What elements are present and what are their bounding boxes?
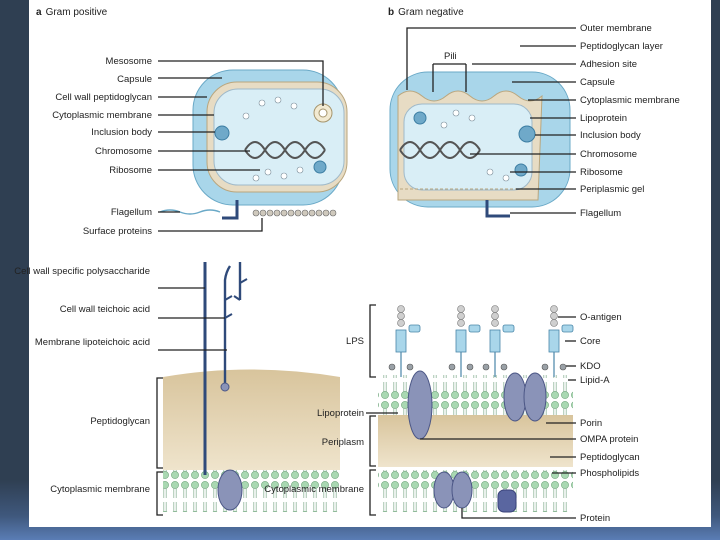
ribosomes-b xyxy=(440,109,510,182)
teichoic-acid xyxy=(223,265,232,385)
label-inclusion-body-b: Inclusion body xyxy=(580,130,641,141)
label-ompa-protein: OMPA protein xyxy=(580,434,638,445)
lps-molecules xyxy=(388,305,574,377)
porin-right-b xyxy=(523,372,547,422)
label-lipid-a: Lipid-A xyxy=(580,375,610,386)
label-adhesion-site: Adhesion site xyxy=(580,59,637,70)
label-membrane-lipoteichoic-acid: Membrane lipoteichoic acid xyxy=(35,337,150,348)
label-cytoplasmic-membrane-b: Cytoplasmic membrane xyxy=(580,95,680,106)
label-cell-wall-teichoic-acid: Cell wall teichoic acid xyxy=(60,304,150,315)
label-surface-proteins: Surface proteins xyxy=(83,226,152,237)
label-periplasmic-gel: Periplasmic gel xyxy=(580,184,644,195)
label-protein: Protein xyxy=(580,513,610,524)
label-cytoplasmic-membrane-c: Cytoplasmic membrane xyxy=(50,484,150,495)
membrane-protein-c xyxy=(217,469,243,511)
teichoic-branches xyxy=(224,278,248,319)
label-flagellum: Flagellum xyxy=(111,207,152,218)
label-kdo: KDO xyxy=(580,361,601,372)
gram-positive-envelope: Cell wall specific polysaccharide Cell w… xyxy=(14,262,340,516)
ribosomes xyxy=(242,96,304,182)
porin-left xyxy=(407,370,433,440)
label-inclusion-body: Inclusion body xyxy=(91,127,152,138)
label-lps: LPS xyxy=(346,336,364,347)
panel-c-leader-lines xyxy=(156,287,227,516)
label-capsule-b: Capsule xyxy=(580,77,615,88)
label-cytoplasmic-membrane-d: Cytoplasmic membrane xyxy=(264,484,364,495)
panel-d-right-labels: O-antigen Core KDO Lipid-A Porin OMPA pr… xyxy=(580,312,640,524)
label-mesosome: Mesosome xyxy=(106,56,152,67)
label-cell-wall-specific-polysaccharide: Cell wall specific polysaccharide xyxy=(14,266,150,277)
cytoplasmic-membrane-c xyxy=(163,470,340,512)
label-flagellum-b: Flagellum xyxy=(580,208,621,219)
label-core: Core xyxy=(580,336,601,347)
label-pili: Pili xyxy=(444,51,457,62)
flagellum-b xyxy=(485,200,510,218)
inclusion-body-b xyxy=(518,125,536,143)
periplasm-peptidoglycan xyxy=(378,415,573,467)
cytoplasmic-membrane-d xyxy=(378,470,573,512)
label-outer-membrane: Outer membrane xyxy=(580,23,652,34)
inclusion-body xyxy=(214,125,230,141)
panel-d-left-labels: LPS Lipoprotein Periplasm Cytoplasmic me… xyxy=(264,336,364,495)
panel-b-leader-lines xyxy=(406,27,576,214)
label-peptidoglycan-d: Peptidoglycan xyxy=(580,452,640,463)
panel-d-leader-lines xyxy=(366,304,576,519)
label-ribosome: Ribosome xyxy=(109,165,152,176)
label-phospholipids: Phospholipids xyxy=(580,468,639,479)
label-porin: Porin xyxy=(580,418,602,429)
label-peptidoglycan-c: Peptidoglycan xyxy=(90,416,150,427)
membrane-protein-d1 xyxy=(433,471,455,509)
label-ribosome-b: Ribosome xyxy=(580,167,623,178)
label-cytoplasmic-membrane: Cytoplasmic membrane xyxy=(52,110,152,121)
label-lipoprotein-d: Lipoprotein xyxy=(317,408,364,419)
gram-negative-envelope: LPS Lipoprotein Periplasm Cytoplasmic me… xyxy=(264,304,640,524)
label-o-antigen: O-antigen xyxy=(580,312,622,323)
panel-c-labels: Cell wall specific polysaccharide Cell w… xyxy=(14,266,150,495)
membrane-protein-d2 xyxy=(451,471,473,509)
peptidoglycan-layer xyxy=(163,369,340,470)
membrane-protein-d3 xyxy=(497,489,517,513)
lipoteichoic-anchor xyxy=(220,382,230,392)
label-chromosome-b: Chromosome xyxy=(580,149,637,160)
label-chromosome: Chromosome xyxy=(95,146,152,157)
panel-a-labels: Mesosome Capsule Cell wall peptidoglycan… xyxy=(52,56,152,237)
label-cell-wall-peptidoglycan: Cell wall peptidoglycan xyxy=(55,92,152,103)
label-capsule: Capsule xyxy=(117,74,152,85)
label-lipoprotein: Lipoprotein xyxy=(580,113,627,124)
chromosome xyxy=(244,141,326,159)
cytoplasm-b xyxy=(403,103,533,191)
panel-a-leader-lines xyxy=(158,60,324,232)
panel-b-labels: Outer membrane Peptidoglycan layer Adhes… xyxy=(580,23,680,219)
label-peptidoglycan-layer: Peptidoglycan layer xyxy=(580,41,663,52)
surface-proteins xyxy=(252,209,337,217)
porin-right-a xyxy=(503,372,527,422)
label-periplasm: Periplasm xyxy=(322,437,364,448)
flagellum xyxy=(159,209,221,215)
